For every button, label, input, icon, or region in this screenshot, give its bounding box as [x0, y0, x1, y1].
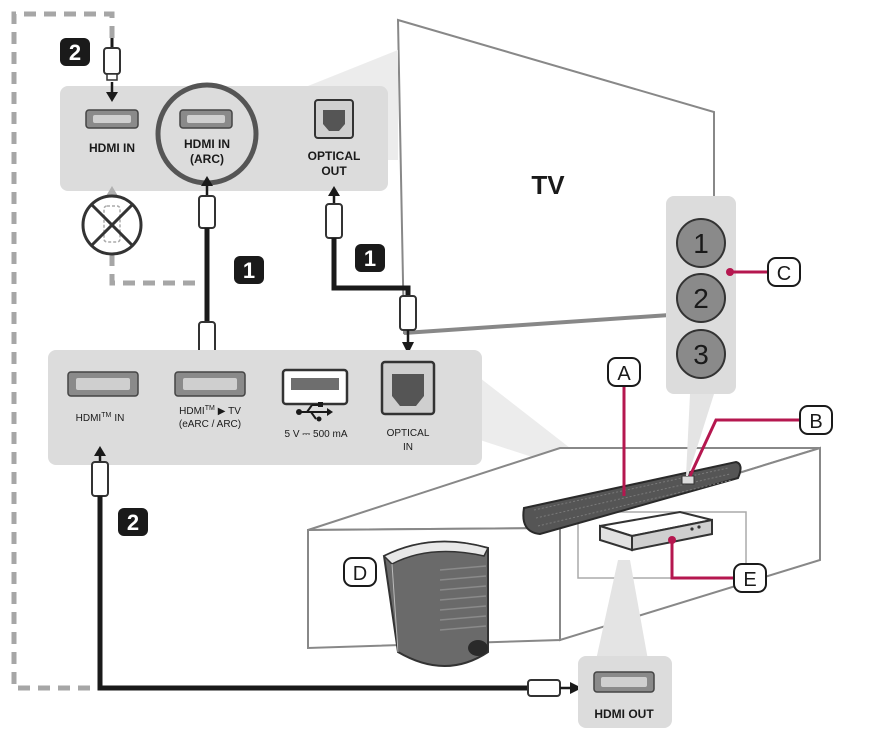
- svg-text:1: 1: [693, 228, 709, 259]
- svg-text:3: 3: [693, 339, 709, 370]
- tv-back-panel: HDMI IN HDMI IN (ARC) OPTICAL OUT: [60, 82, 388, 191]
- prohibited-icon: [81, 186, 143, 256]
- tv-hdmi-arc-port: [179, 109, 233, 129]
- usb-port: [281, 368, 349, 406]
- svg-text:A: A: [617, 363, 631, 385]
- callout-e: E: [733, 563, 767, 593]
- svg-text:2: 2: [693, 283, 709, 314]
- svg-text:B: B: [809, 411, 822, 433]
- soundbar: [522, 460, 742, 536]
- usb-icon: [296, 402, 333, 422]
- step-2-badge-bottom: 2: [118, 508, 148, 536]
- callout-a: A: [607, 357, 641, 387]
- tv-optical-out-label-2: OUT: [321, 164, 347, 178]
- tv-hdmi-in-port: [85, 109, 139, 129]
- callout-dots: [668, 268, 734, 544]
- tv-optical-out-label-1: OPTICAL: [308, 149, 361, 163]
- soundbar-panel-zoom-wedge: [480, 378, 588, 468]
- svg-text:C: C: [777, 263, 791, 285]
- soundbar-earc-label: (eARC / ARC): [179, 419, 241, 430]
- callout-c: C: [767, 257, 801, 287]
- soundbar-optical-in-label-1: OPTICAL: [387, 428, 430, 439]
- soundbar-hdmi-tv-port: [174, 371, 246, 397]
- step-1-badge-left: 1: [234, 256, 264, 284]
- svg-text:D: D: [353, 563, 367, 585]
- device-hdmi-out-panel: HDMI OUT: [578, 656, 672, 728]
- device-zoom-wedge: [596, 560, 648, 660]
- svg-text:2: 2: [127, 510, 139, 535]
- tv-hdmi-in-label: HDMI IN: [89, 141, 135, 155]
- tv-button-panel: 1 2 3: [666, 196, 736, 476]
- svg-text:E: E: [743, 569, 756, 591]
- tv-hdmi-arc-label-1: HDMI IN: [184, 137, 230, 151]
- svg-text:2: 2: [69, 40, 81, 65]
- usb-spec-label: 5 V ⎓ 500 mA: [284, 429, 347, 440]
- external-device: [599, 510, 713, 552]
- subwoofer: [382, 540, 490, 667]
- tv-button-2: 2: [676, 273, 726, 323]
- step-2-badge-top: 2: [60, 38, 90, 66]
- svg-text:1: 1: [243, 258, 255, 283]
- callout-leaders: [622, 270, 800, 580]
- step-1-badge-right: 1: [355, 244, 385, 272]
- tv-button-3: 3: [676, 329, 726, 379]
- tv-button-1: 1: [676, 218, 726, 268]
- callout-d: D: [343, 557, 377, 587]
- hdmi-out-label: HDMI OUT: [594, 707, 654, 721]
- tv: TV: [396, 18, 715, 335]
- tv-hdmi-arc-label-2: (ARC): [190, 152, 224, 166]
- bottom-hdmi-cable: [91, 446, 582, 697]
- tv-label: TV: [531, 170, 565, 200]
- callout-b: B: [799, 405, 833, 435]
- optical-cable: [325, 186, 417, 354]
- hdmi-arc-cable: [198, 176, 216, 378]
- soundbar-hdmi-in-port: [67, 371, 139, 397]
- soundbar-hdmi-tv-label: HDMITM▶ TV: [179, 405, 241, 417]
- top-hdmi-plug: [103, 38, 121, 102]
- soundbar-optical-in-label-2: IN: [403, 442, 413, 453]
- tv-cabinet: [307, 446, 821, 650]
- tv-optical-out-port: [314, 99, 354, 139]
- svg-text:1: 1: [364, 246, 376, 271]
- soundbar-optical-in-port: [380, 360, 436, 416]
